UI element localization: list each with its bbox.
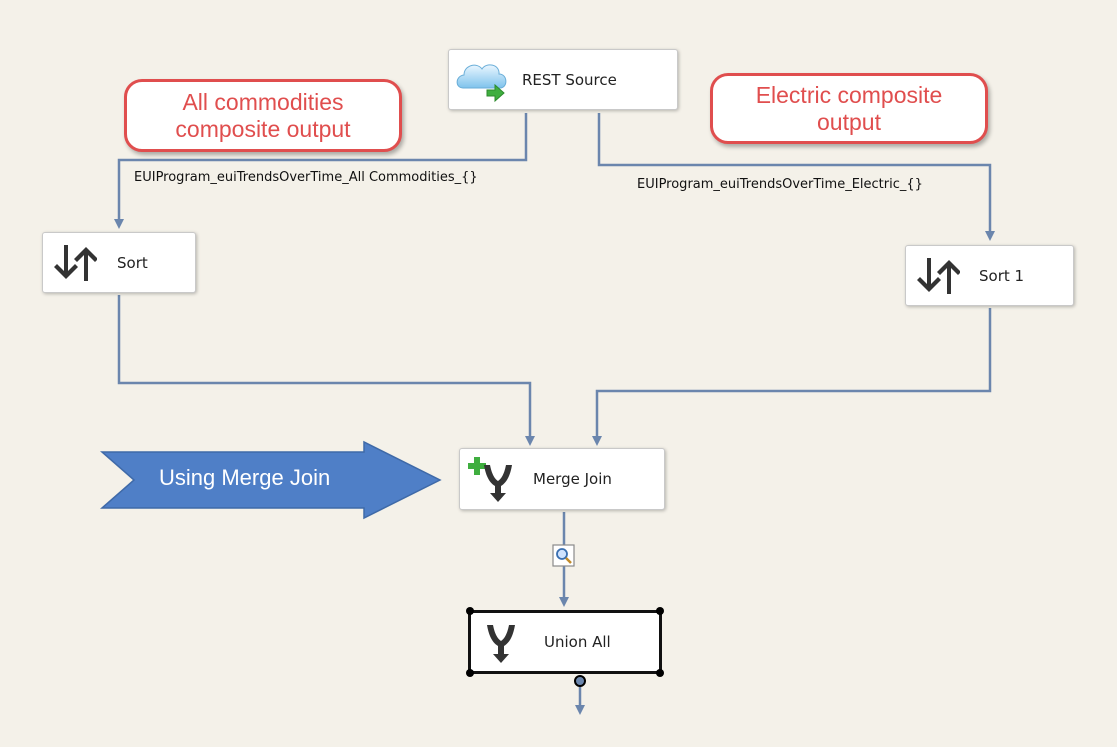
path-label-all-commodities: EUIProgram_euiTrendsOverTime_All Commodi… [134,170,478,185]
component-label: REST Source [522,70,617,89]
output-port-handle[interactable] [574,675,586,687]
merge-join-component[interactable]: Merge Join [459,448,665,510]
path-sort-to-merge-join[interactable] [117,295,535,446]
callout-electric: Electric composite output [710,73,988,144]
component-label: Sort 1 [979,266,1025,285]
sort-arrows-icon [914,256,960,296]
path-source-to-sort-1[interactable] [597,113,995,241]
merge-join-icon [468,455,518,503]
callout-line: composite output [175,115,351,142]
union-all-icon [483,621,523,665]
sort-component[interactable]: Sort [42,232,196,293]
callout-line: All commodities [182,88,344,115]
sort-1-component[interactable]: Sort 1 [905,245,1074,306]
union-all-component[interactable]: Union All [468,610,662,674]
merge-join-pointer-arrow [100,440,442,520]
path-label-electric: EUIProgram_euiTrendsOverTime_Electric_{} [637,177,923,192]
sort-arrows-icon [51,243,97,283]
resize-handle-bottom-left[interactable] [466,669,474,677]
merge-join-pointer-label: Using Merge Join [159,465,331,490]
callout-all-commodities: All commodities composite output [124,79,402,152]
path-source-to-sort[interactable] [114,113,528,229]
callout-line: output [817,108,881,135]
component-label: Merge Join [533,470,612,488]
callout-line: Electric composite [755,81,943,108]
resize-handle-bottom-right[interactable] [656,669,664,677]
rest-source-component[interactable]: REST Source [448,49,678,110]
cloud-source-icon [455,54,509,104]
component-label: Union All [544,633,611,651]
data-viewer-icon[interactable] [552,544,575,567]
resize-handle-top-right[interactable] [656,607,664,615]
component-label: Sort [117,253,148,272]
path-sort-1-to-merge-join[interactable] [592,308,992,446]
resize-handle-top-left[interactable] [466,607,474,615]
